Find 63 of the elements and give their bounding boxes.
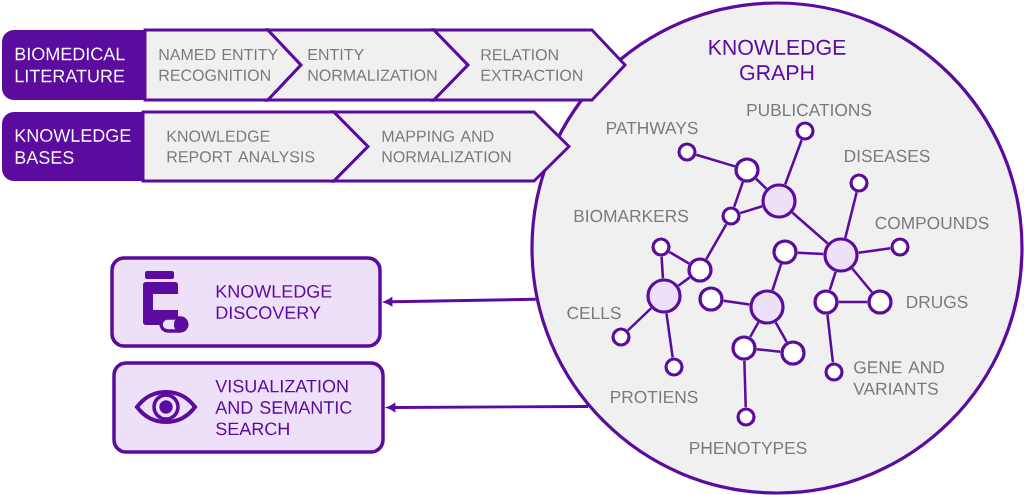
graph-node bbox=[687, 257, 713, 283]
graph-edge bbox=[723, 299, 750, 306]
output-box: KNOWLEDGE DISCOVERY bbox=[110, 256, 382, 348]
graph-edge bbox=[774, 321, 788, 343]
graph-edge bbox=[668, 250, 690, 265]
graph-edge bbox=[771, 263, 783, 291]
graph-edge bbox=[858, 247, 891, 254]
graph-edge bbox=[677, 276, 691, 287]
arrow bbox=[387, 403, 589, 412]
graph-edge bbox=[826, 314, 835, 363]
graph-edge bbox=[828, 271, 837, 291]
graph-node bbox=[749, 289, 785, 325]
graph-node bbox=[849, 173, 869, 193]
graph-node bbox=[823, 237, 859, 273]
graph-node bbox=[731, 335, 757, 361]
graph-label: COMPOUNDS bbox=[875, 216, 989, 230]
graph-node bbox=[813, 289, 839, 315]
graph-edge bbox=[851, 267, 873, 294]
graph-label: GENE AND VARIANTS bbox=[853, 361, 944, 395]
output-box: VISUALIZATION AND SEMANTIC SEARCH bbox=[112, 361, 385, 454]
graph-label: PROTIENS bbox=[611, 390, 698, 404]
graph-edge bbox=[739, 205, 763, 215]
source-box: BIOMEDICAL LITERATURE bbox=[2, 30, 160, 100]
arrow bbox=[384, 297, 536, 307]
graph-edge bbox=[791, 211, 829, 245]
graph-edge bbox=[797, 251, 824, 256]
graph-node bbox=[867, 289, 893, 315]
graph-edge bbox=[627, 307, 653, 332]
graph-label: PATHWAYS bbox=[607, 121, 698, 135]
graph-edge bbox=[660, 256, 665, 279]
graph-edge bbox=[695, 153, 736, 168]
graph-node bbox=[721, 206, 741, 226]
graph-node bbox=[734, 157, 760, 183]
graph-node bbox=[780, 340, 806, 366]
graph-node bbox=[824, 362, 844, 382]
graph-edge bbox=[749, 321, 760, 338]
graph-node bbox=[646, 278, 682, 314]
graph-edge bbox=[844, 192, 858, 239]
graph-edge bbox=[705, 223, 728, 260]
graph-edge bbox=[743, 360, 747, 408]
graph-node bbox=[890, 237, 910, 257]
graph-node bbox=[795, 121, 815, 141]
graph-label: DRUGS bbox=[907, 295, 968, 309]
graph-edge bbox=[755, 177, 768, 190]
graph-edge bbox=[732, 181, 745, 208]
graph-node bbox=[664, 357, 684, 377]
graph-edge bbox=[838, 300, 868, 304]
graph-label: PUBLICATIONS bbox=[747, 103, 872, 117]
graph-node bbox=[611, 327, 631, 347]
graph-node bbox=[761, 183, 797, 219]
graph-label: DISEASES bbox=[845, 149, 930, 163]
graph-node bbox=[772, 239, 798, 265]
graph-label: CELLS bbox=[567, 306, 621, 320]
graph-node bbox=[677, 142, 697, 162]
graph-node bbox=[736, 407, 756, 427]
graph-edge bbox=[756, 348, 781, 353]
graph-node bbox=[651, 237, 671, 257]
graph-label: BIOMARKERS bbox=[574, 209, 688, 223]
graph-node bbox=[698, 286, 724, 312]
process-step-box: KNOWLEDGE REPORT ANALYSIS bbox=[141, 110, 371, 183]
graph-label: PHENOTYPES bbox=[690, 441, 807, 455]
graph-edge bbox=[783, 139, 803, 185]
graph-edge bbox=[665, 313, 674, 358]
